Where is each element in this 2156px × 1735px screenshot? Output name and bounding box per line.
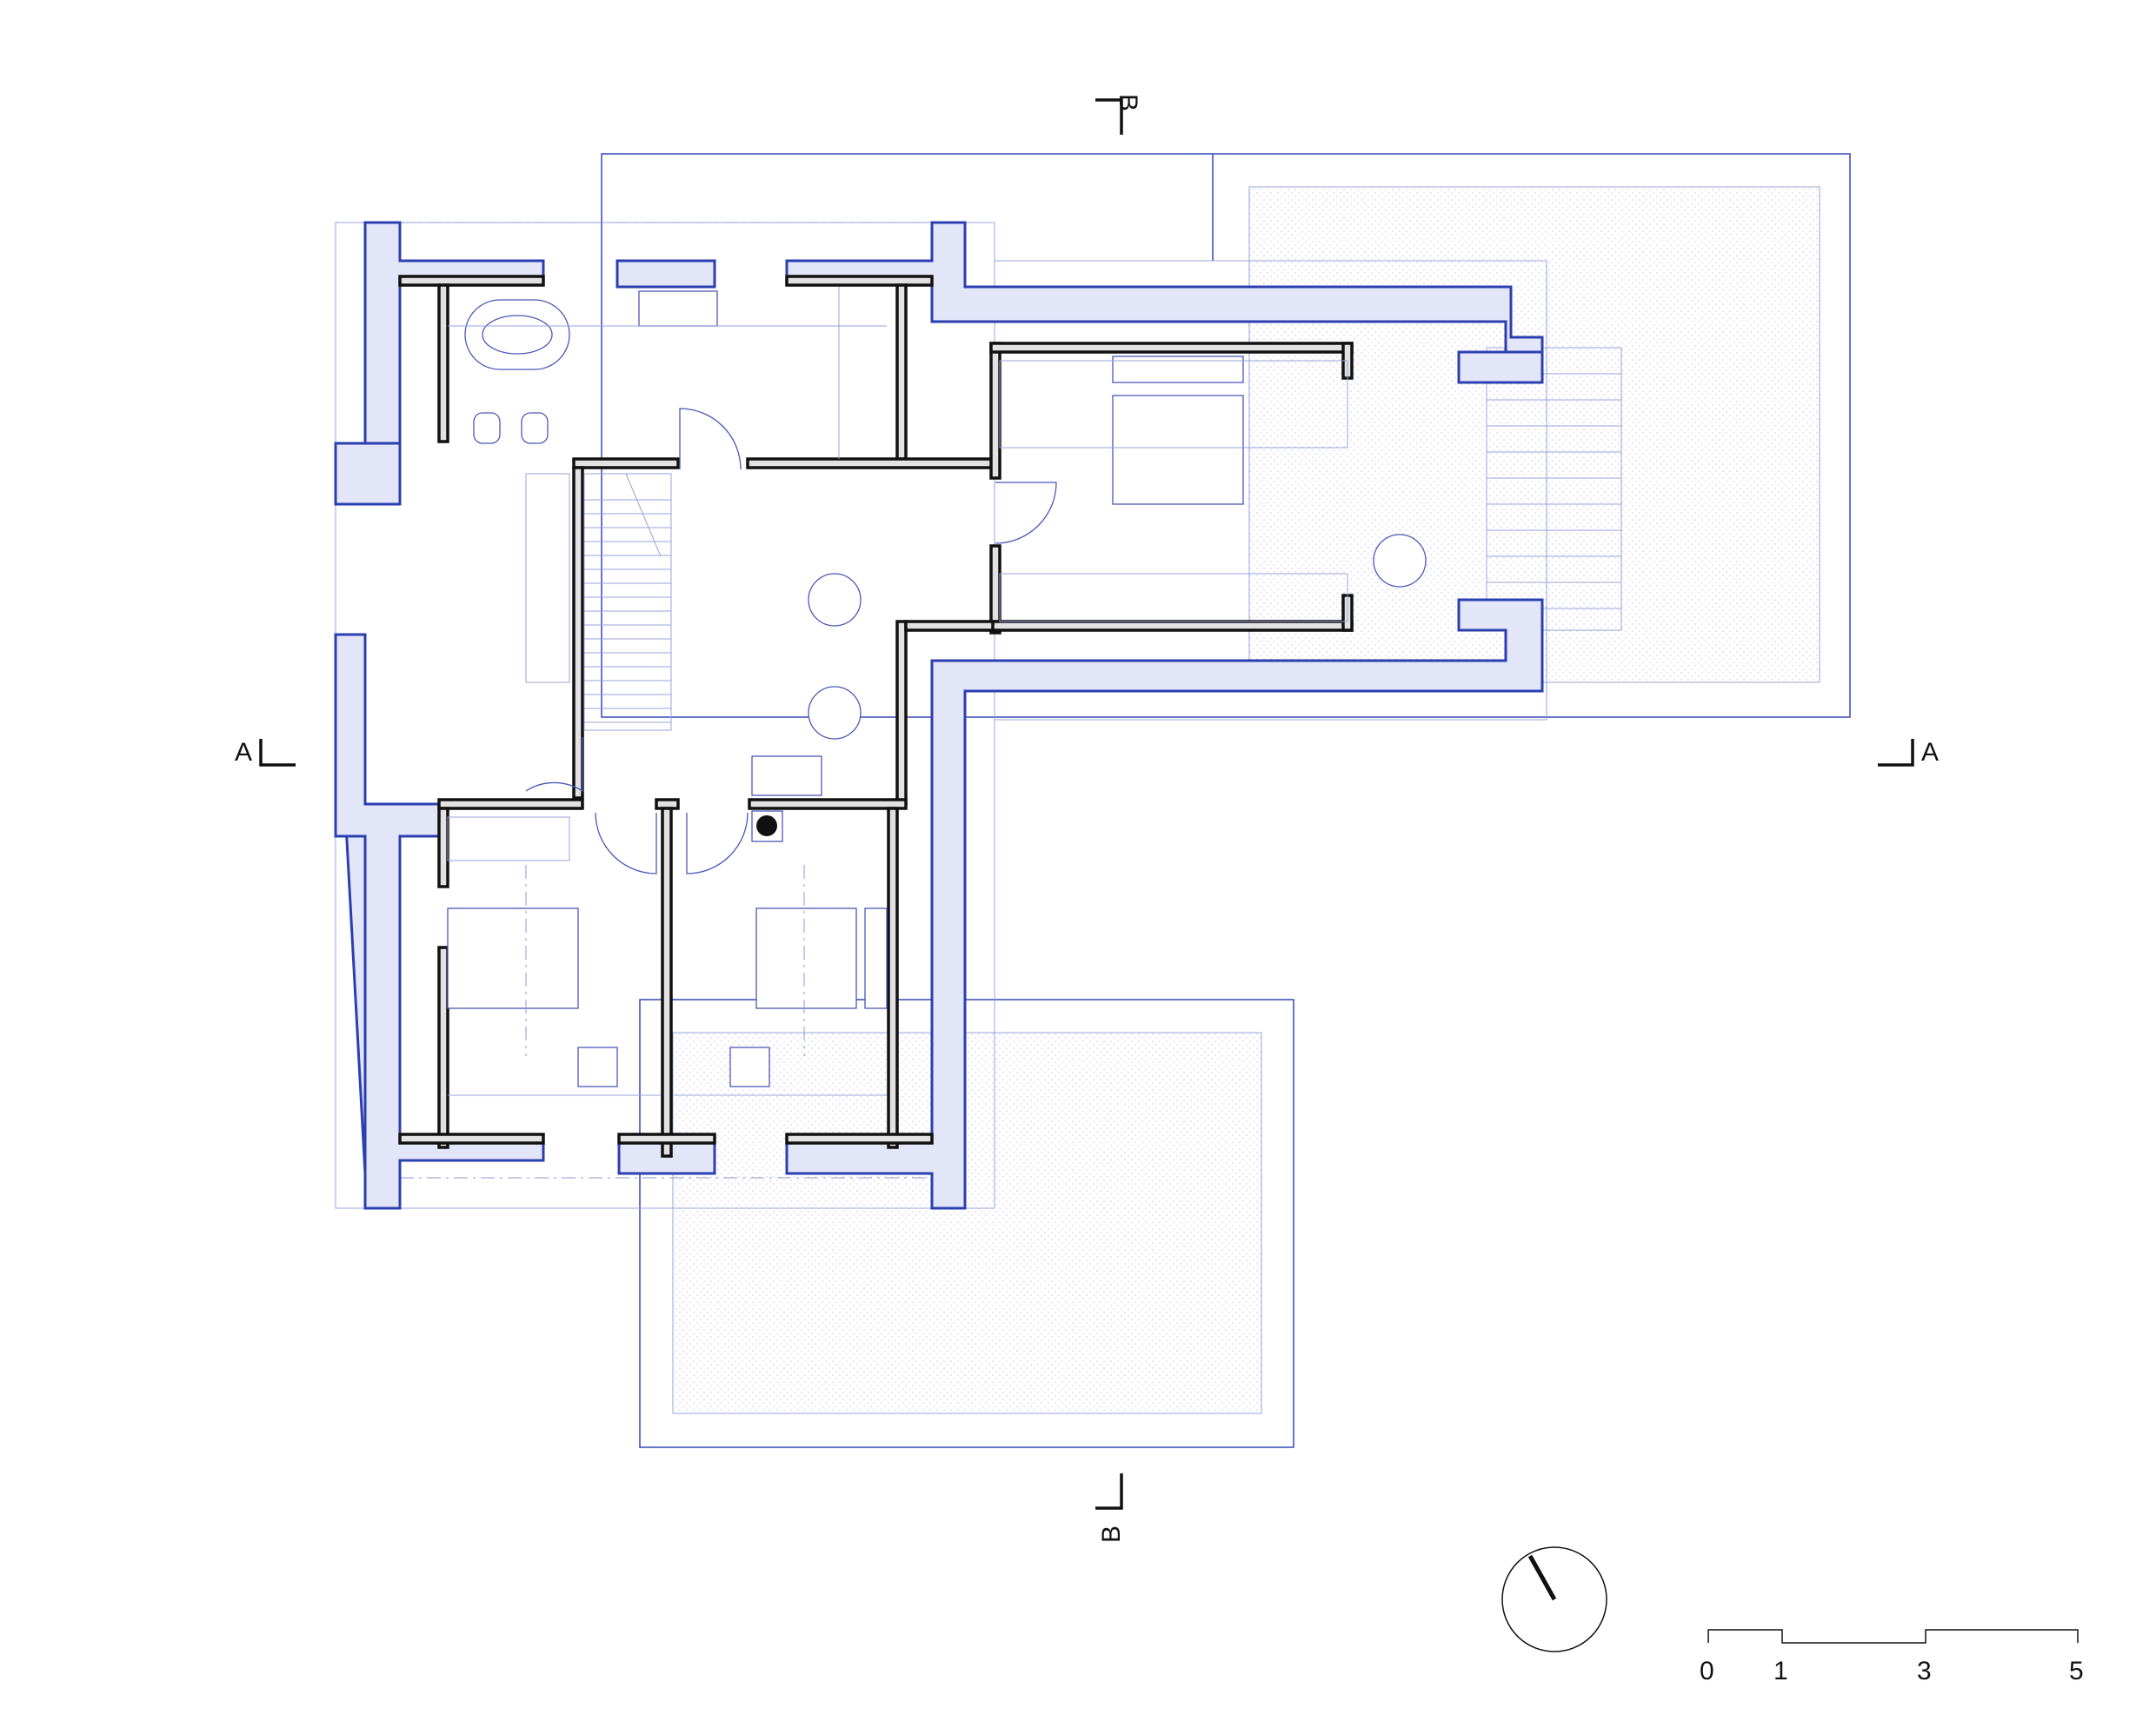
terrace-south (639, 999, 1294, 1448)
staircase (525, 473, 672, 731)
section-marker-b-bottom: B (1095, 1473, 1126, 1543)
north-arrow (1501, 1546, 1607, 1652)
exterior-wall-west-pier-top (334, 442, 402, 506)
scale-tick-1: 1 (1773, 1657, 1788, 1685)
section-marker-a-right: A (1878, 738, 1939, 767)
master-bedroom-furniture (999, 356, 1427, 622)
scale-tick-5: 5 (2069, 1657, 2084, 1685)
scale-bar: 0 1 3 5 (1700, 1629, 2084, 1685)
doors (525, 408, 1057, 874)
bedroom-3-furniture (674, 865, 888, 1096)
exterior-walls (334, 221, 1544, 1210)
exterior-wall-east-wing-end-upper (1457, 350, 1544, 384)
section-marker-b-top: B (1095, 94, 1142, 135)
section-label-a-right: A (1921, 738, 1939, 767)
hall-furniture (751, 573, 862, 842)
section-label-b-top: B (1114, 94, 1142, 111)
bathroom-fixtures (448, 287, 887, 459)
section-marker-a-left: A (235, 738, 296, 767)
bedroom-2-furniture (447, 816, 661, 1096)
section-label-a-left: A (235, 738, 252, 767)
exterior-wall-east-wing-end-lower (785, 598, 1544, 1210)
scale-tick-3: 3 (1917, 1657, 1932, 1685)
scale-tick-0: 0 (1700, 1657, 1714, 1685)
exterior-wall-north-mid (616, 259, 716, 289)
interior-walls (398, 275, 1354, 1158)
section-label-b-bottom: B (1097, 1526, 1126, 1543)
